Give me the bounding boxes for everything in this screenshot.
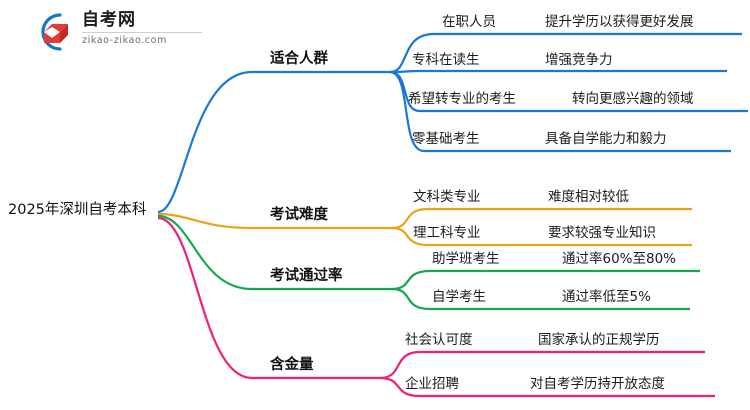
detail-label-4-1: 国家承认的正规学历: [538, 332, 660, 348]
leaf-label-4-2: 企业招聘: [405, 376, 459, 392]
leaf-label-3-1: 助学班考生: [432, 251, 500, 267]
branch-label-2: 考试难度: [270, 207, 328, 223]
leaf-label-3-2: 自学考生: [432, 289, 486, 305]
branch-3-fan-2: [391, 287, 431, 311]
detail-label-1-1: 提升学历以获得更好发展: [545, 14, 694, 30]
leaf-label-1-3: 希望转专业的考生: [408, 91, 516, 107]
detail-label-3-2: 通过率低至5%: [562, 289, 651, 305]
leaf-label-2-1: 文科类专业: [413, 189, 481, 205]
leaf-label-2-2: 理工科专业: [413, 225, 481, 241]
branch-4-fan-1: [379, 350, 421, 380]
trunk-line-4: [157, 216, 253, 380]
leaf-label-1-1: 在职人员: [442, 14, 496, 30]
logo-url: zikao-zikao.com: [82, 35, 167, 46]
branch-1-fan-4: [389, 70, 425, 153]
detail-label-2-2: 要求较强专业知识: [548, 225, 656, 241]
branch-3-fan-1: [391, 269, 431, 291]
logo-divider: [82, 32, 202, 33]
logo-mark-icon: [41, 13, 68, 51]
branch-label-1: 适合人群: [270, 51, 328, 67]
detail-label-1-3: 转向更感兴趣的领域: [572, 91, 694, 107]
leaf-label-1-2: 专科在读生: [412, 52, 480, 68]
branch-2-fan-2: [391, 226, 429, 247]
logo-name: 自考网: [82, 10, 136, 30]
detail-label-3-1: 通过率60%至80%: [562, 251, 677, 267]
trunk-line-1: [157, 70, 253, 214]
logo-text-block: 自考网 zikao-zikao.com: [82, 10, 212, 46]
detail-label-1-2: 增强竞争力: [545, 52, 613, 68]
branch-4-fan-2: [379, 376, 421, 398]
root-node-label: 2025年深圳自考本科: [8, 202, 147, 218]
detail-label-4-2: 对自考学历持开放态度: [530, 376, 665, 392]
detail-label-2-1: 难度相对较低: [548, 189, 629, 205]
leaf-label-1-4: 零基础考生: [412, 131, 480, 147]
branch-label-3: 考试通过率: [270, 268, 343, 284]
detail-label-1-4: 具备自学能力和毅力: [545, 131, 667, 147]
leaf-label-4-1: 社会认可度: [405, 332, 473, 348]
branch-label-4: 含金量: [270, 357, 314, 373]
trunk-line-3: [157, 214, 253, 291]
trunk-line-2: [157, 212, 253, 230]
site-logo: 自考网 zikao-zikao.com: [30, 8, 210, 56]
